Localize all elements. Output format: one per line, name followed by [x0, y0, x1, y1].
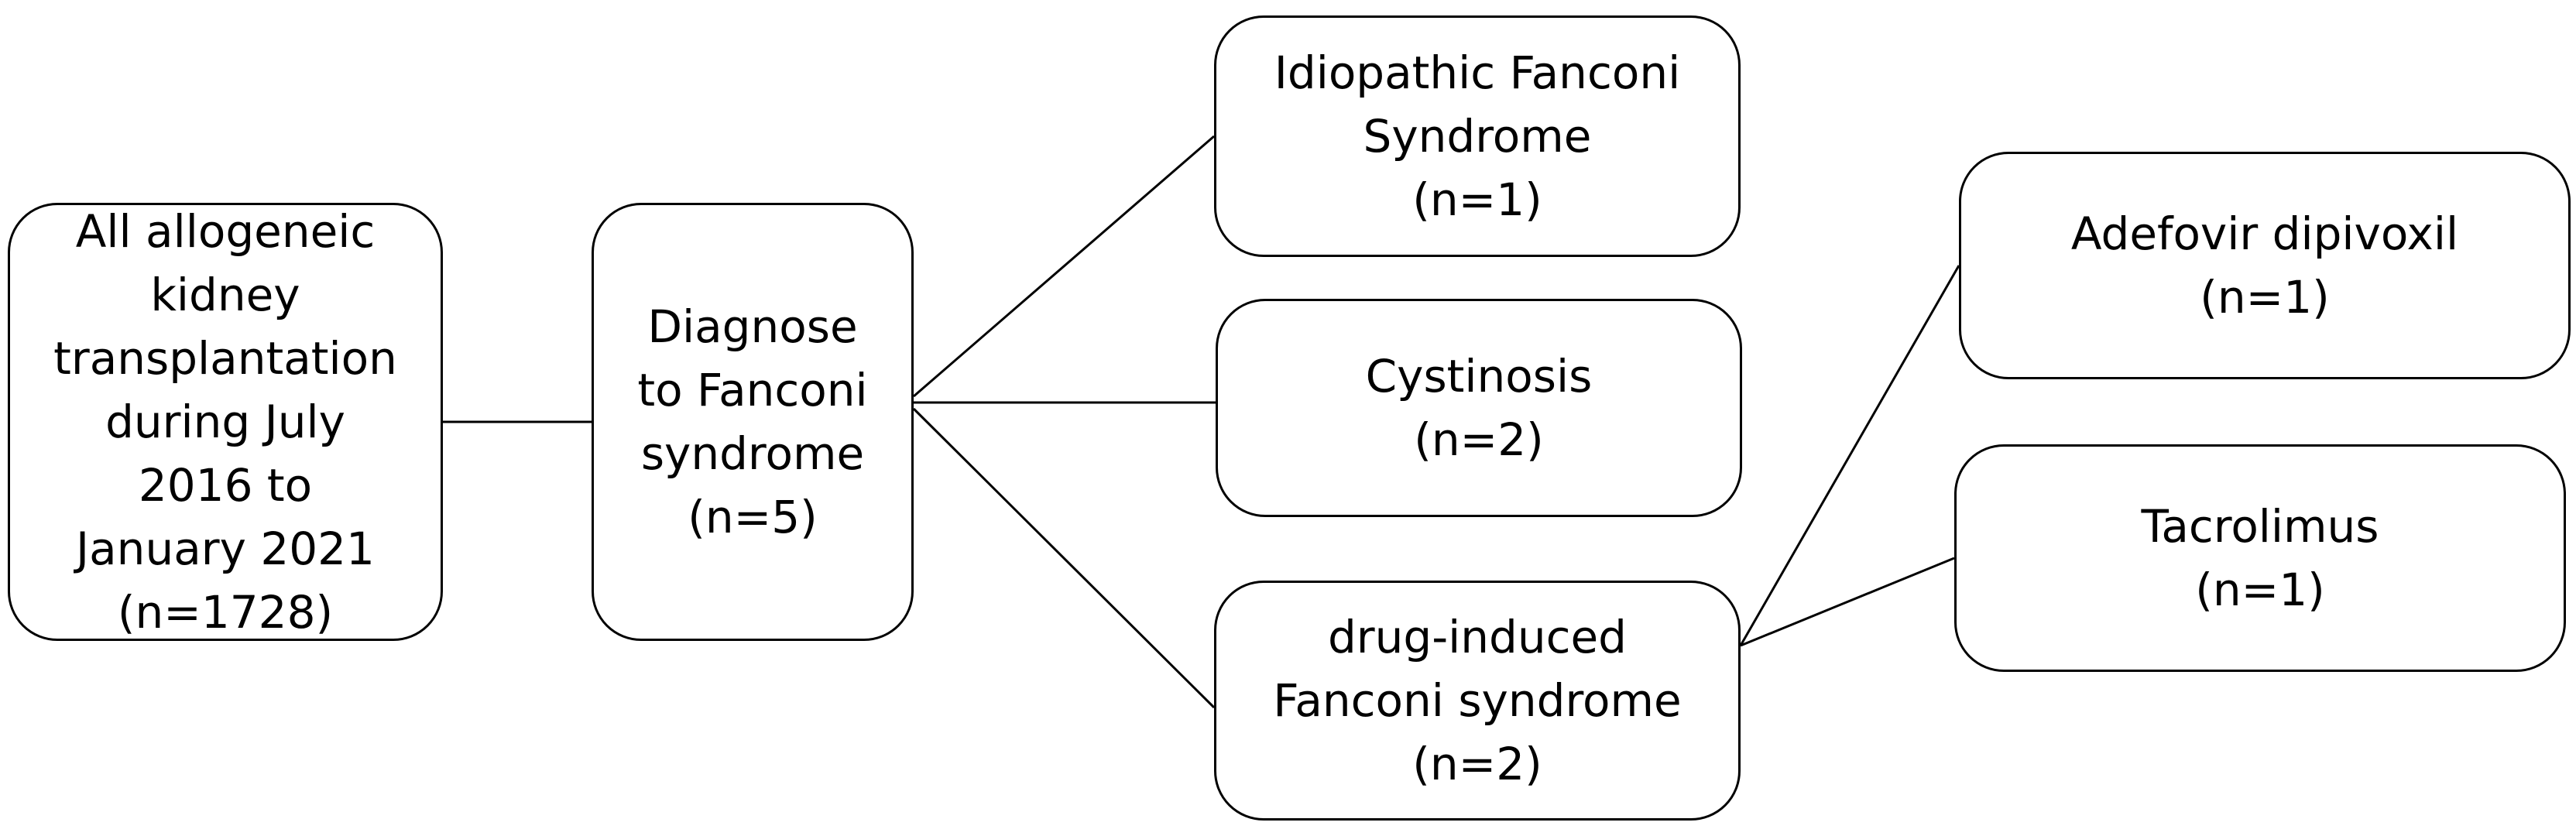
node-text-line: transplantation [53, 332, 397, 385]
node-text-line: to Fanconi [637, 364, 868, 416]
node-tacrolimus: Tacrolimus (n=1) [1954, 444, 2566, 672]
node-count: (n=1) [1412, 173, 1542, 226]
node-count: (n=5) [688, 491, 818, 543]
node-diagnose-fanconi: Diagnose to Fanconi syndrome (n=5) [592, 203, 914, 641]
node-text-line: kidney [150, 269, 300, 321]
node-idiopathic-fanconi: Idiopathic Fanconi Syndrome (n=1) [1214, 15, 1741, 257]
node-count: (n=1728) [117, 586, 334, 639]
node-adefovir-dipivoxil: Adefovir dipivoxil (n=1) [1959, 152, 2571, 379]
node-text-line: drug-induced [1327, 611, 1627, 663]
node-text-line: Tacrolimus [2141, 500, 2379, 553]
edge-diagnose-to-idiopathic [913, 135, 1215, 398]
node-text-line: Adefovir dipivoxil [2070, 207, 2459, 260]
edge-drug-induced-to-tacrolimus [1740, 557, 1955, 647]
node-count: (n=2) [1412, 738, 1542, 790]
node-cystinosis: Cystinosis (n=2) [1216, 299, 1742, 517]
node-text-line: Syndrome [1363, 110, 1592, 163]
node-drug-induced-fanconi: drug-induced Fanconi syndrome (n=2) [1214, 581, 1741, 821]
node-text-line: Diagnose [647, 300, 858, 353]
node-text-line: 2016 to [138, 459, 313, 512]
node-count: (n=1) [2200, 271, 2330, 324]
node-count: (n=2) [1414, 413, 1544, 466]
node-count: (n=1) [2195, 564, 2325, 616]
edge-diagnose-to-drug-induced [912, 407, 1216, 709]
node-all-transplantation: All allogeneic kidney transplantation du… [8, 203, 443, 641]
node-text-line: January 2021 [76, 522, 375, 575]
node-text-line: All allogeneic [75, 205, 376, 258]
node-text-line: during July [105, 396, 345, 448]
node-text-line: Cystinosis [1365, 350, 1593, 403]
node-text-line: syndrome [640, 427, 865, 480]
node-text-line: Fanconi syndrome [1273, 674, 1682, 727]
node-text-line: Idiopathic Fanconi [1274, 46, 1681, 99]
edge-drug-induced-to-adefovir [1739, 265, 1960, 646]
